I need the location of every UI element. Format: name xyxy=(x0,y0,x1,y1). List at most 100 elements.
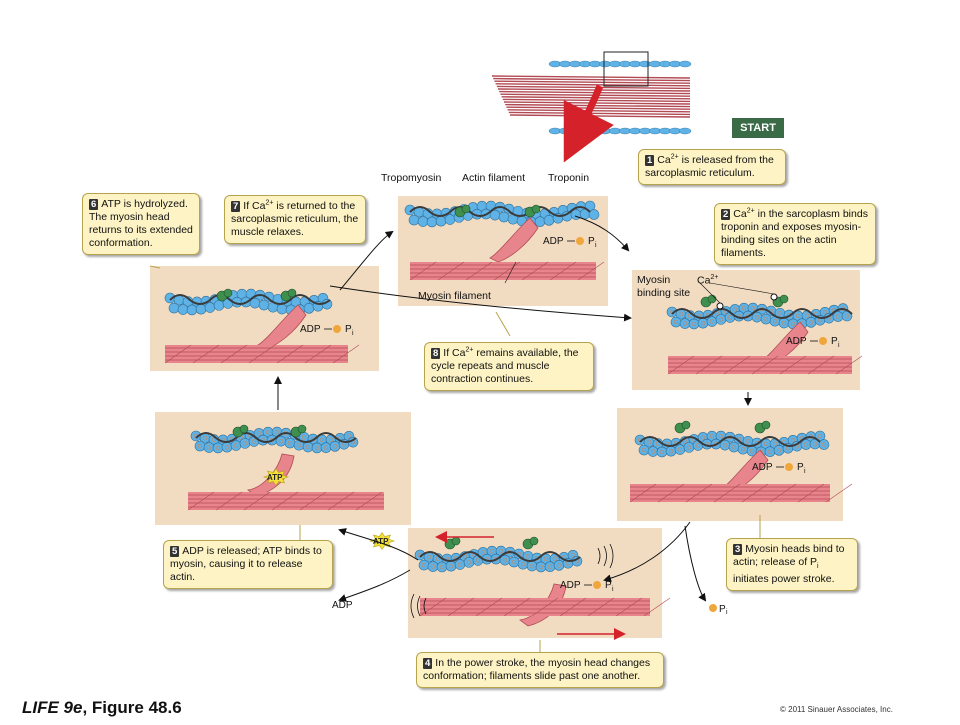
step-2-number: 2 xyxy=(721,209,731,220)
atp-label: ATP xyxy=(373,537,389,546)
actin-bottom-strand xyxy=(678,127,692,135)
binding-site xyxy=(678,311,684,317)
troponin-complex xyxy=(239,424,249,434)
binding-site xyxy=(790,438,796,443)
binding-site xyxy=(714,311,720,316)
pi-subscript: i xyxy=(595,242,597,249)
binding-site xyxy=(691,321,697,327)
binding-site xyxy=(448,563,454,569)
myosin-diagonal xyxy=(549,261,577,281)
adp-release-arrow xyxy=(338,569,411,602)
binding-site xyxy=(767,449,773,454)
atp-burst xyxy=(263,468,289,486)
binding-site xyxy=(822,310,828,315)
binding-site xyxy=(659,449,665,455)
actin-bead xyxy=(818,439,830,450)
binding-site xyxy=(197,443,203,449)
myosin-diagonal xyxy=(559,597,587,617)
cycle-arrow-left-to-top xyxy=(339,230,394,291)
binding-site xyxy=(772,441,778,446)
actin-top-strand xyxy=(678,60,692,68)
myosin-diagonal xyxy=(493,261,521,281)
binding-site xyxy=(256,431,262,436)
label-leader xyxy=(699,282,721,304)
actin-bead xyxy=(697,317,709,329)
sarcomere-overview xyxy=(491,51,692,163)
myosin-diagonal xyxy=(327,491,355,511)
myosin-diagonal xyxy=(192,344,220,364)
actin-bead xyxy=(638,444,650,456)
binding-site xyxy=(776,448,782,453)
myosin-fiber xyxy=(496,85,691,90)
binding-site xyxy=(844,313,850,319)
pi-label: P xyxy=(605,580,612,591)
myosin-fiber xyxy=(505,103,691,108)
step-8-number: 8 xyxy=(431,348,441,359)
copyright: © 2011 Sinauer Associates, Inc. xyxy=(780,705,893,714)
binding-site xyxy=(709,319,715,324)
pi-subscript: i xyxy=(352,330,354,337)
pi-label: P xyxy=(831,336,838,347)
troponin-complex xyxy=(223,288,233,298)
binding-site xyxy=(682,321,688,326)
binding-site xyxy=(646,439,652,445)
binding-site xyxy=(570,553,576,558)
binding-site xyxy=(552,556,558,561)
myosin-diagonal xyxy=(503,597,531,617)
binding-site xyxy=(251,439,257,444)
binding-site xyxy=(821,442,827,447)
actin-bead xyxy=(239,438,251,449)
binding-site xyxy=(435,556,441,561)
binding-site xyxy=(722,442,728,448)
myosin-diagonal xyxy=(437,261,465,281)
adp-label: ADP xyxy=(752,462,773,473)
binding-site xyxy=(668,448,674,454)
binding-site xyxy=(687,313,693,318)
myosin-label: Myosin xyxy=(637,274,671,286)
myosin-diagonal xyxy=(465,261,493,281)
binding-site xyxy=(804,313,810,318)
actin-bead xyxy=(498,211,510,223)
binding-site xyxy=(480,550,486,555)
myosin-diagonal xyxy=(243,491,271,511)
binding-site xyxy=(211,437,217,442)
myosin-diagonal xyxy=(643,597,671,617)
actin-bead xyxy=(284,437,296,449)
binding-site xyxy=(439,564,445,570)
binding-site xyxy=(781,320,787,326)
free-pi-subscript: i xyxy=(726,609,728,616)
troponin-complex xyxy=(287,288,297,298)
actin-bead xyxy=(311,442,323,454)
myosin-diagonal xyxy=(187,491,215,511)
binding-site xyxy=(346,434,352,439)
binding-site xyxy=(278,438,284,444)
binding-site xyxy=(740,446,746,452)
actin-bead xyxy=(715,314,727,325)
actin-bead xyxy=(454,559,466,570)
myosin-diagonal xyxy=(713,483,741,503)
myosin-diagonal xyxy=(521,261,549,281)
myosin-filament-label: Myosin filament xyxy=(418,290,491,302)
tropomyosin-strand xyxy=(419,551,581,562)
actin-bead xyxy=(544,561,556,572)
binding-site xyxy=(215,445,221,451)
adp-label: ADP xyxy=(543,236,564,247)
step-7-number: 7 xyxy=(231,201,241,212)
myosin-diagonal xyxy=(355,491,383,511)
myosin-thick-filament xyxy=(165,345,348,363)
actin-bead xyxy=(674,444,686,455)
binding-site xyxy=(700,320,706,326)
binding-site xyxy=(772,318,778,324)
myosin-thick-filament xyxy=(410,262,596,280)
phosphate-dot xyxy=(593,581,601,589)
label-leader xyxy=(504,261,517,284)
binding-site xyxy=(673,319,679,325)
binding-site xyxy=(498,548,504,554)
actin-bead xyxy=(670,316,682,328)
binding-site xyxy=(686,445,692,450)
myosin-diagonal xyxy=(695,355,723,375)
actin-bead xyxy=(204,302,216,313)
troponin-complex xyxy=(707,294,717,304)
